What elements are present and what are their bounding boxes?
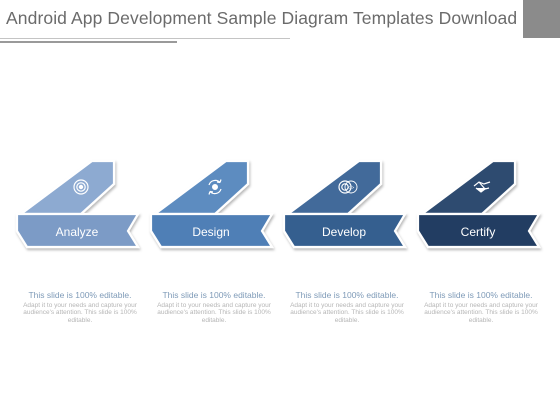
stage-description: This slide is 100% editable.Adapt it to … — [152, 290, 276, 324]
description-heading: This slide is 100% editable. — [295, 290, 399, 300]
description-body: Adapt it to your needs and capture your … — [290, 301, 404, 324]
title-underline-light — [0, 38, 290, 39]
corner-decoration-box — [523, 0, 560, 38]
code-gear-icon: </> — [338, 180, 358, 194]
stage-description: This slide is 100% editable.Adapt it to … — [419, 290, 543, 324]
stage-description: This slide is 100% editable.Adapt it to … — [18, 290, 142, 324]
stage-label: Analyze — [56, 225, 99, 239]
stage-develop: </> Develop — [282, 159, 407, 249]
stage-tab-shape — [284, 159, 383, 216]
stage-ribbon-shape — [15, 212, 140, 249]
stage-label: Develop — [322, 225, 366, 239]
svg-text:</>: </> — [348, 185, 355, 190]
stage-label: Design — [192, 225, 229, 239]
description-heading: This slide is 100% editable. — [429, 290, 533, 300]
stage-ribbon-shape — [282, 212, 407, 249]
refresh-gear-icon — [208, 179, 222, 195]
stage-tab-shape — [418, 159, 517, 216]
stage-tab-shape — [17, 159, 116, 216]
stage-design: Design — [149, 159, 274, 249]
stage-label: Certify — [461, 225, 496, 239]
target-icon — [73, 179, 89, 195]
description-body: Adapt it to your needs and capture your … — [23, 301, 137, 324]
description-body: Adapt it to your needs and capture your … — [157, 301, 271, 324]
title-underline-dark — [0, 41, 177, 43]
stage-analyze: Analyze — [15, 159, 140, 249]
stage-ribbon-shape — [416, 212, 541, 249]
handshake-icon — [473, 181, 491, 193]
page-title: Android App Development Sample Diagram T… — [6, 8, 518, 28]
description-heading: This slide is 100% editable. — [162, 290, 266, 300]
stage-certify: Certify — [416, 159, 541, 249]
stage-tab-shape — [151, 159, 250, 216]
description-body: Adapt it to your needs and capture your … — [424, 301, 538, 324]
description-heading: This slide is 100% editable. — [28, 290, 132, 300]
stage-description: This slide is 100% editable.Adapt it to … — [285, 290, 409, 324]
stage-ribbon-shape — [149, 212, 274, 249]
